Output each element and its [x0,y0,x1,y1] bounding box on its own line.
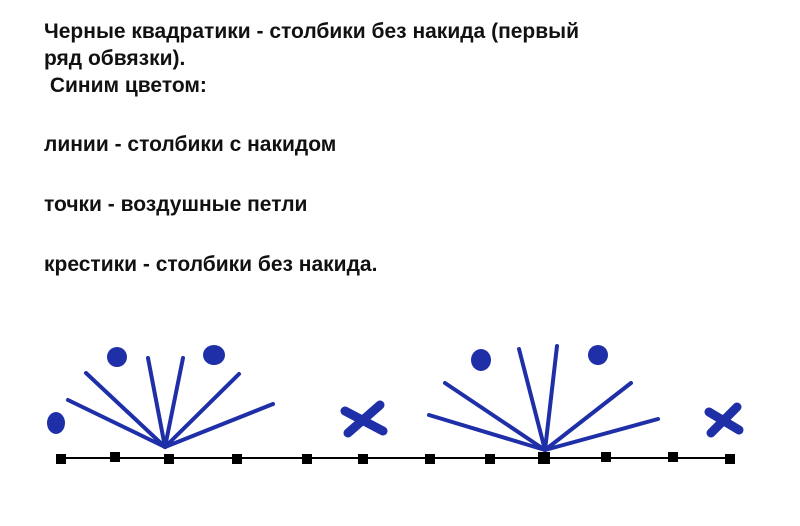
base-square [358,454,368,464]
legend-line-blue-color: Синим цветом: [44,74,207,97]
base-square [302,454,312,464]
stitch-line [146,356,167,449]
base-square [601,452,611,462]
fan-2 [427,344,660,452]
single-crochet-crosses [340,400,744,438]
cross-mark [340,400,388,438]
stitch-line [427,413,547,452]
base-square [725,454,735,464]
chain-dot [47,412,65,434]
legend-line-crosses: крестики - столбики без накида. [44,253,378,276]
stitch-line [543,417,660,452]
chain-dot [588,345,608,365]
stitch-line [163,372,241,449]
legend-line-base-row: ряд обвязки). [44,47,186,70]
chain-dots [47,345,608,434]
base-square [668,452,678,462]
chain-dot [107,347,127,367]
stitch-line [163,402,275,449]
base-square [538,452,550,464]
base-square [110,452,120,462]
base-square [232,454,242,464]
legend-line-lines: линии - столбики с накидом [44,133,337,156]
cross-mark [704,402,744,438]
fan-1 [66,356,275,449]
base-square [164,454,174,464]
legend-line-dots: точки - воздушные петли [44,193,308,216]
base-square [485,454,495,464]
stitch-line [84,371,167,449]
chain-dot [203,345,225,365]
legend-line-black-squares: Черные квадратики - столбики без накида … [44,20,580,43]
legend-text-block: Черные квадратики - столбики без накида … [44,18,764,278]
stitch-line [443,381,547,452]
chain-dot [471,349,491,371]
stitch-line [517,347,547,452]
stitch-line [543,381,633,452]
stitch-line [163,356,185,449]
base-square [425,454,435,464]
base-row-squares [56,452,735,464]
stitch-line [543,344,559,452]
base-square [56,454,66,464]
stitch-line [66,398,167,449]
